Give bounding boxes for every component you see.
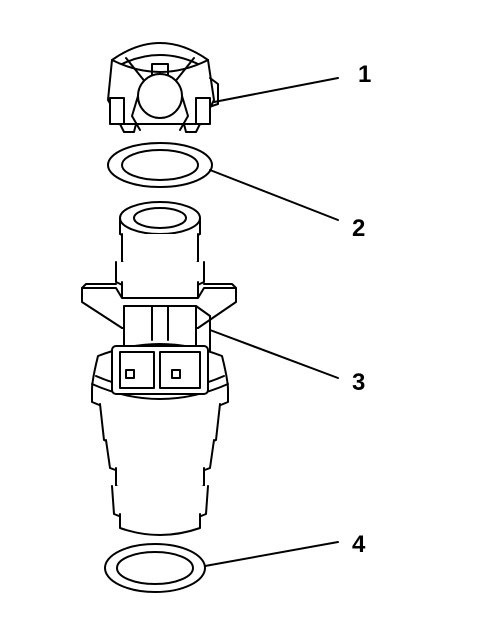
leader-line-2 [209,169,339,221]
leader-line-3 [209,329,339,379]
callout-4: 4 [352,531,366,558]
upper-o-ring [107,142,213,188]
fuel-injector [81,201,237,536]
lower-o-ring [104,543,206,593]
callout-1: 1 [358,61,371,88]
leader-line-1 [213,77,339,103]
retainer-clip [107,42,219,133]
callout-3: 3 [352,369,365,396]
callout-2: 2 [352,215,365,242]
leader-line-4 [204,541,339,567]
